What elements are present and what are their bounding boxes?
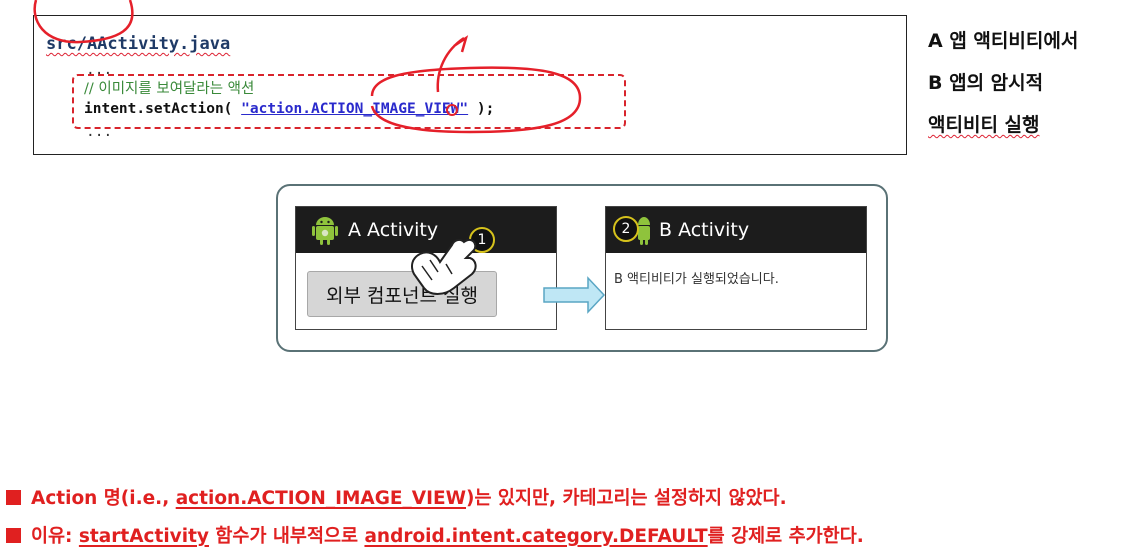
external-component-button[interactable]: 외부 컴포넌트 실행 [307,271,497,317]
step-1-badge: 1 [469,227,495,253]
note-2-category-default: android.intent.category.DEFAULT [364,526,708,547]
note-2-start-activity: startActivity [78,526,209,547]
activity-a-screen: A Activity [295,206,557,330]
code-snippet-box: src/AActivity.java ... // 이미지를 보여달라는 액션 … [33,15,907,155]
side-note-line1: A 앱 액티비티에서 [928,30,1079,52]
activity-b-message: B 액티비티가 실행되었습니다. [614,272,779,287]
note-2: 이유: startActivity 함수가 내부적으로 android.inte… [6,522,864,548]
side-note: A 앱 액티비티에서 B 앱의 암시적 액티비티 실행 [928,20,1078,146]
note-1-action-name: action.ACTION_IMAGE_VIEW [175,488,467,509]
android-icon [312,217,338,245]
activity-a-title: A Activity [348,219,439,241]
activity-b-titlebar: B Activity [606,207,866,253]
step-2-badge: 2 [613,216,639,242]
note-2-text-a: 이유: [31,526,79,547]
code-comment: // 이미지를 보여달라는 액션 [84,81,255,97]
activity-b-screen: B Activity [605,206,867,330]
bullet-square-icon [6,528,21,543]
note-1-text-b: )는 있지만, 카테고리는 설정하지 않았다. [466,488,787,509]
side-note-line3: 액티비티 실행 [928,114,1040,136]
code-file-name: src/AActivity.java [46,34,231,54]
activity-a-titlebar: A Activity [296,207,556,253]
code-intent-call: intent.setAction( [84,101,242,117]
note-1-text-a: Action 명(i.e., [31,488,176,509]
bullet-square-icon [6,490,21,505]
note-1: Action 명(i.e., action.ACTION_IMAGE_VIEW)… [6,484,787,510]
android-icon [638,217,650,245]
note-2-text-c: 를 강제로 추가한다. [707,526,864,547]
activity-b-title: B Activity [659,219,750,241]
note-2-text-b: 함수가 내부적으로 [208,526,365,547]
code-highlight-box [72,74,626,129]
side-note-line2: B 앱의 암시적 [928,72,1044,94]
